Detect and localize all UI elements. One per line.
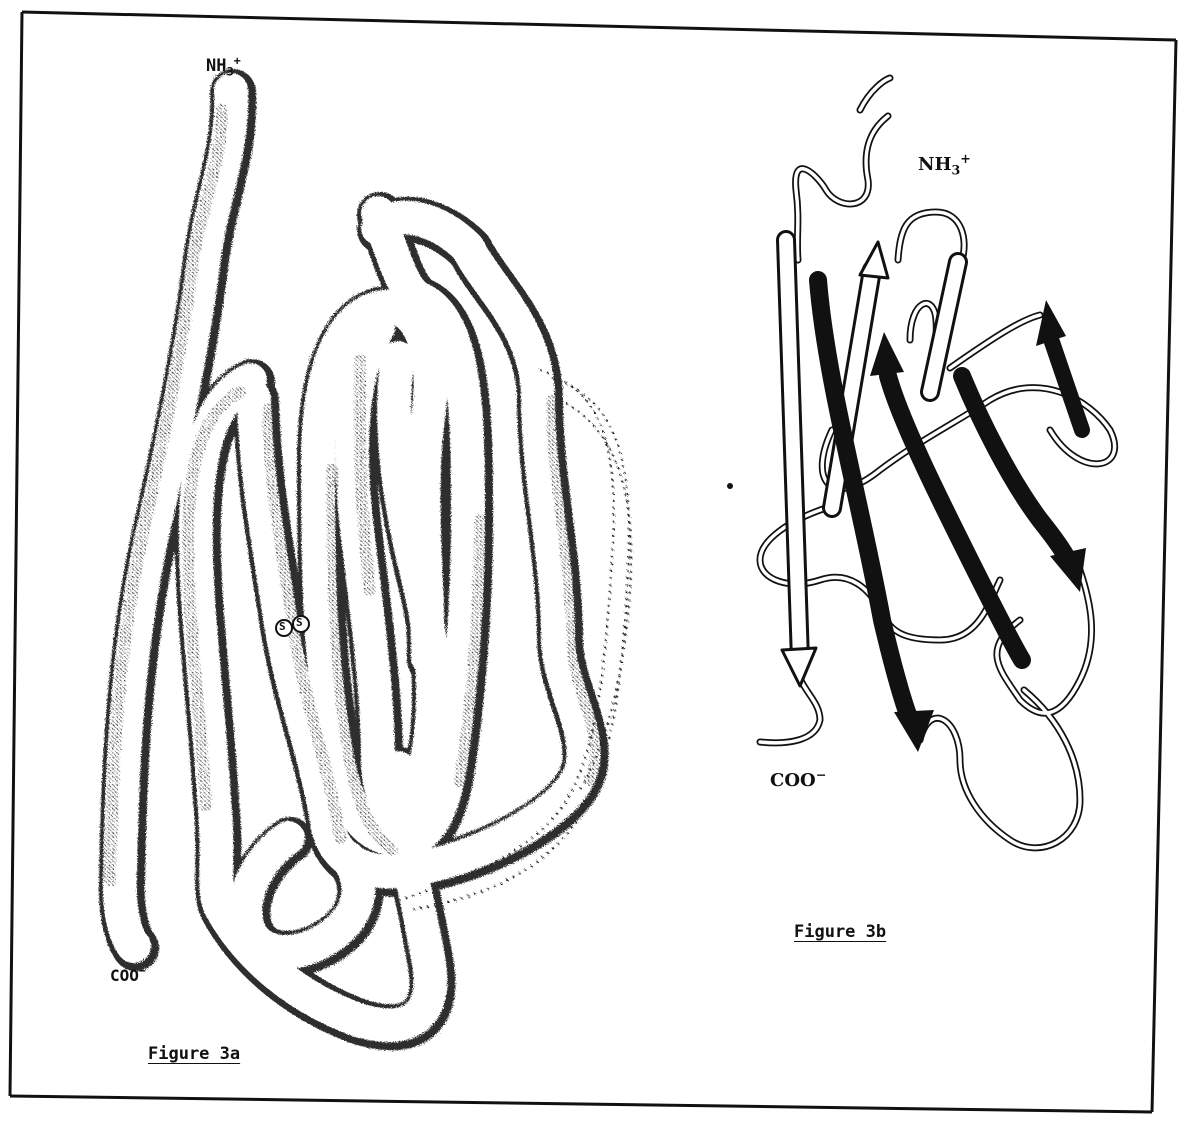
fig3a-caption: Figure 3a: [148, 1044, 240, 1064]
stray-dot: [727, 483, 733, 489]
coil-c-terminus: [760, 665, 820, 743]
fig3a-disulfide-label-left: S: [279, 621, 286, 632]
black-beta-strand-2: [870, 332, 1022, 660]
fig3b-c-terminus-sup: −: [816, 767, 827, 782]
fig3a-c-terminus-label: COO−: [110, 968, 146, 984]
coil-loop-top: [796, 116, 888, 260]
fig3a-c-terminus-text: COO: [110, 966, 139, 985]
fig3b-c-terminus-label: COO−: [770, 772, 826, 790]
fig3a-n-terminus-base: NH: [206, 56, 226, 76]
fig3b-n-terminus-label: NH3+: [918, 156, 971, 174]
figure-3b-ribbon-model: [760, 78, 1115, 848]
fig3a-n-terminus-label: NH3+: [206, 58, 241, 75]
white-beta-strand-1: [782, 240, 816, 686]
fig3b-c-terminus-text: COO: [770, 770, 816, 791]
fig3a-n-terminus-sub: 3: [226, 64, 233, 78]
fig3b-n-terminus-sub: 3: [951, 163, 960, 178]
fig3b-n-terminus-base: NH: [918, 154, 951, 175]
fig3a-disulfide-s2: S: [296, 616, 303, 629]
black-beta-strand-4: [1036, 300, 1082, 430]
fig3a-disulfide-label-right: S: [296, 617, 303, 628]
fig3b-caption: Figure 3b: [794, 922, 886, 942]
fig3b-n-terminus-sup: +: [960, 151, 971, 166]
fig3a-n-terminus-sup: +: [234, 53, 241, 67]
fig3a-disulfide-s1: S: [279, 620, 286, 633]
fig3a-c-terminus-sup: −: [139, 965, 146, 978]
figure-3a-tube-model: [110, 90, 631, 1027]
